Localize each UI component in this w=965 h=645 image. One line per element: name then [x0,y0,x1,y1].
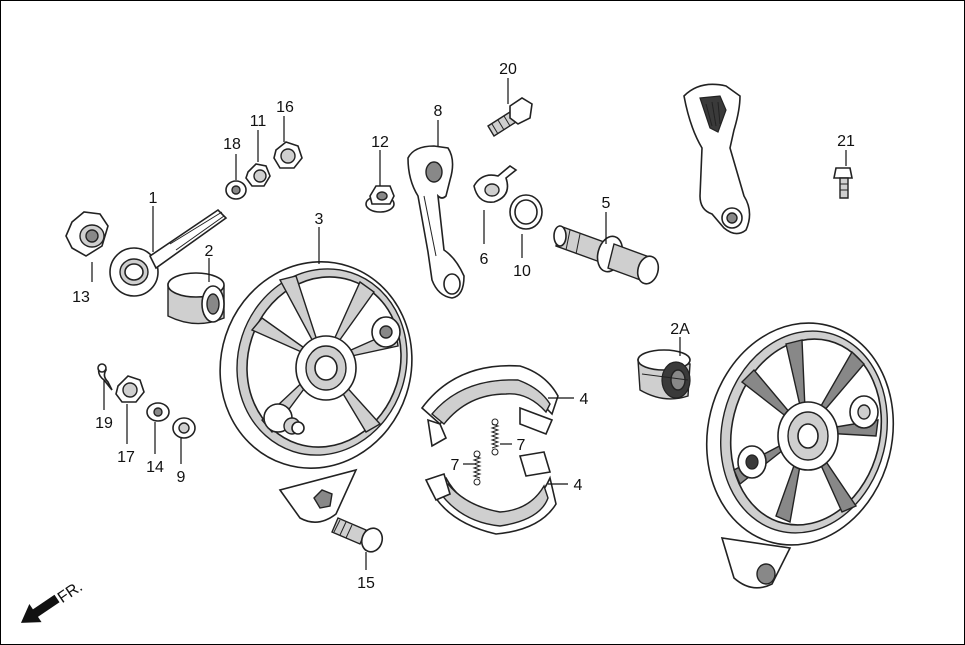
nut-11 [245,163,271,187]
indicator-plate-6 [473,165,518,203]
spring-7-right [490,418,500,456]
washer-18 [225,180,247,200]
label-4-lower: 4 [574,477,583,494]
o-ring-10 [509,194,543,230]
brake-panel-3 [219,261,413,523]
spring-7-left [472,450,482,486]
flange-nut-12 [365,185,395,213]
label-2: 2 [205,243,214,260]
label-19: 19 [95,415,113,432]
label-6: 6 [480,251,489,268]
brake-arm-upper-right [683,83,751,235]
washer-14 [146,402,170,422]
nut-17 [115,375,145,403]
label-13: 13 [72,289,90,306]
label-21: 21 [837,133,855,150]
label-12: 12 [371,134,389,151]
label-18: 18 [223,136,241,153]
bolt-21 [833,167,853,199]
leader-lines [91,78,847,570]
label-17: 17 [117,449,135,466]
label-14: 14 [146,459,164,476]
bolt-15 [331,517,384,553]
nut-16 [273,141,303,169]
label-8: 8 [434,103,443,120]
brake-panel-right [705,322,895,589]
label-16: 16 [276,99,294,116]
label-5: 5 [602,195,611,212]
flange-nut-13 [65,211,109,257]
brake-arm-8 [407,145,465,299]
label-11: 11 [250,113,267,130]
brake-shoe-lower-4 [424,451,557,535]
label-1: 1 [149,190,158,207]
label-7-left: 7 [451,457,460,474]
brake-shoe-upper-4 [420,364,559,448]
chain-adjuster-1 [109,208,228,297]
collar-2a [637,349,691,400]
label-2a: 2A [670,321,690,338]
label-10: 10 [513,263,531,280]
brake-cam-5 [553,225,660,285]
part-labels: 1 2 2A 3 4 4 5 6 7 7 8 9 10 11 12 13 14 … [72,61,855,592]
bolt-20 [487,97,533,137]
front-arrow-icon [20,594,60,623]
cotter-pin-19 [97,363,113,391]
collar-2 [167,272,225,325]
label-4-upper: 4 [580,391,589,408]
label-9: 9 [177,469,186,486]
label-20: 20 [499,61,517,78]
label-7-right: 7 [517,437,526,454]
washer-9 [172,417,196,439]
label-15: 15 [357,575,375,592]
label-3: 3 [315,211,324,228]
